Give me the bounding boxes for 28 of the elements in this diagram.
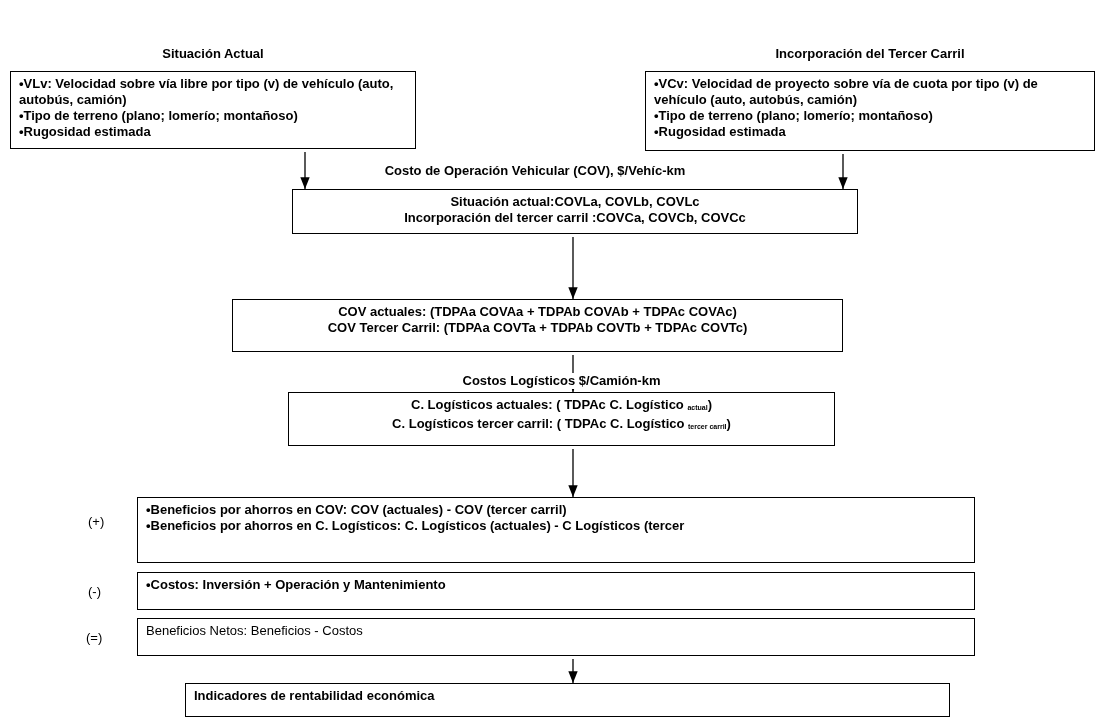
process-box: [137, 572, 975, 610]
box-text: •Costos: Inversión + Operación y Mantenimiento: [146, 577, 447, 593]
box-text: •Rugosidad estimada: [19, 124, 152, 140]
box-text: •Tipo de terreno (plano; lomerío; montañoso): [654, 108, 934, 124]
box-text: •VCv: Velocidad de proyecto sobre vía de cuota por tipo (v) de vehículo (auto, autobús, camión): [654, 76, 1039, 108]
box-text: Situación actual:COVLa, COVLb, COVLc: [449, 194, 701, 210]
sign-label: (-): [88, 584, 101, 599]
arrow: [568, 448, 578, 498]
sign-label: (=): [86, 630, 103, 645]
box-text: Indicadores de rentabilidad económica: [194, 688, 436, 704]
box-text: COV actuales: (TDPAa COVAa + TDPAb COVAb + TDPAc COVAc): [337, 304, 738, 320]
arrow: [838, 153, 848, 190]
box-text: •Beneficios por ahorros en C. Logísticos: C. Logísticos (actuales) - C Logísticos (tercer: [146, 518, 686, 534]
arrow: [568, 658, 578, 684]
process-box: [137, 497, 975, 563]
box-text: •VLv: Velocidad sobre vía libre por tipo (v) de vehículo (auto, autobús, camión): [19, 76, 395, 108]
box-text: COV Tercer Carril: (TDPAa COVTa + TDPAb COVTb + TDPAc COVTc): [326, 320, 749, 336]
box-text: •Beneficios por ahorros en COV: COV (actuales) - COV (tercer carril): [146, 502, 568, 518]
process-box: [232, 299, 843, 352]
box-text: •Rugosidad estimada: [654, 124, 787, 140]
process-box: [137, 618, 975, 656]
box-text: •Tipo de terreno (plano; lomerío; montañoso): [19, 108, 299, 124]
sign-label: (+): [88, 514, 105, 529]
box-text: Beneficios Netos: Beneficios - Costos: [146, 623, 364, 639]
process-box: [185, 683, 950, 717]
arrow: [300, 151, 310, 190]
arrow: [568, 236, 578, 300]
box-text: Incorporación del tercer carril :COVCa, COVCb, COVCc: [403, 210, 747, 226]
